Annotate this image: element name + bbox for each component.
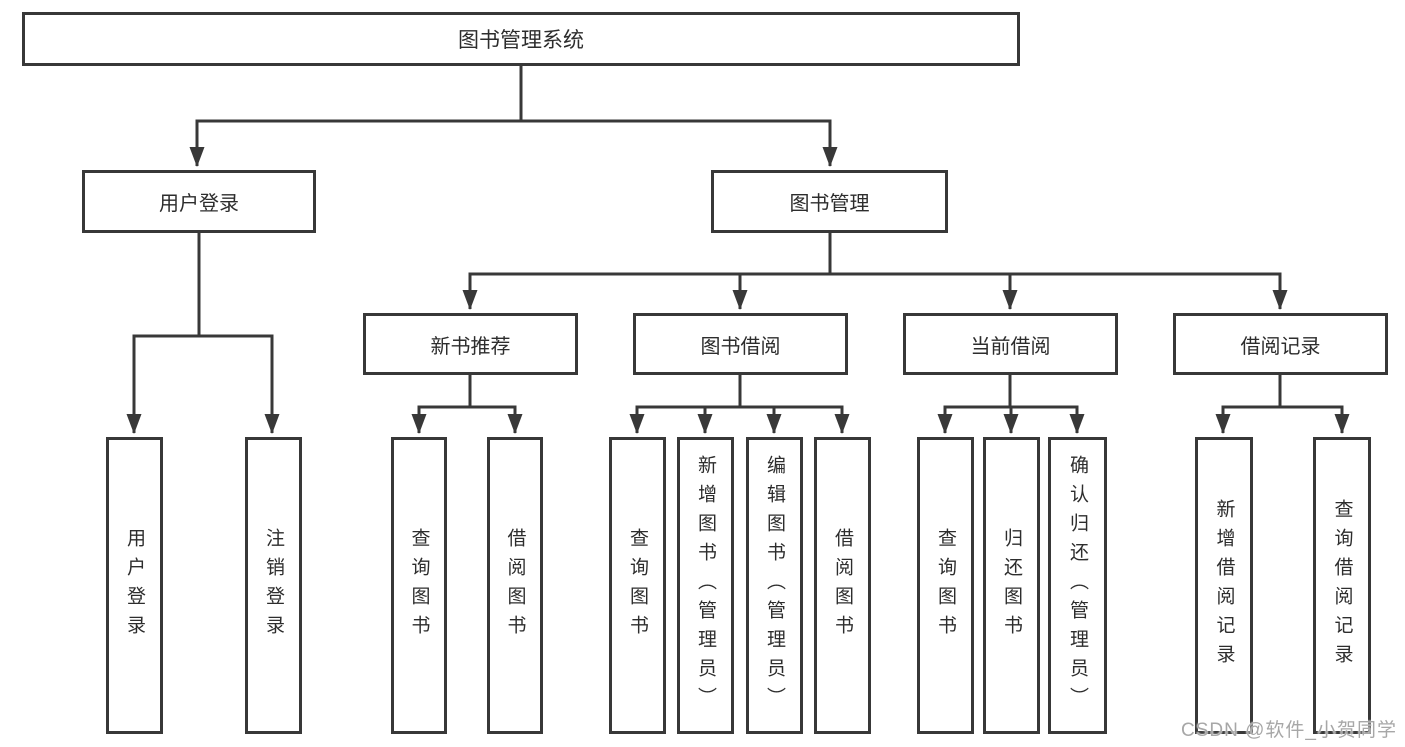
leaf-return-book: 归还图书: [983, 437, 1040, 734]
node-new-book-recommendation: 新书推荐: [363, 313, 578, 375]
node-label: 查询图书: [935, 527, 956, 644]
node-label: 新增借阅记录: [1213, 498, 1235, 673]
node-label: 借阅图书: [504, 527, 526, 644]
leaf-query-books-borrow: 查询图书: [609, 437, 666, 734]
node-label: 新增图书（管理员）: [695, 455, 716, 716]
node-label: 借阅图书: [832, 527, 853, 644]
node-label: 确认归还（管理员）: [1067, 455, 1088, 716]
node-label: 当前借阅: [970, 335, 1051, 358]
leaf-user-login: 用户登录: [106, 437, 163, 734]
node-label: 编辑图书（管理员）: [764, 455, 785, 716]
node-label: 图书借阅: [700, 335, 781, 358]
node-library-management-system: 图书管理系统: [22, 12, 1020, 66]
leaf-query-books-current: 查询图书: [917, 437, 974, 734]
node-label: 注销登录: [263, 527, 284, 644]
node-user-login: 用户登录: [82, 170, 316, 233]
leaf-add-book-admin: 新增图书（管理员）: [677, 437, 734, 734]
node-current-borrowing: 当前借阅: [903, 313, 1118, 375]
node-label: 归还图书: [1001, 527, 1022, 644]
leaf-confirm-return-admin: 确认归还（管理员）: [1048, 437, 1107, 734]
node-label: 新书推荐: [430, 335, 511, 358]
node-label: 用户登录: [124, 527, 145, 644]
node-label: 查询图书: [408, 527, 430, 644]
leaf-edit-book-admin: 编辑图书（管理员）: [746, 437, 803, 734]
node-label: 图书管理系统: [458, 29, 584, 52]
leaf-add-borrow-record: 新增借阅记录: [1195, 437, 1253, 734]
leaf-query-books-recommend: 查询图书: [391, 437, 447, 734]
node-label: 用户登录: [159, 193, 239, 215]
node-book-borrowing: 图书借阅: [633, 313, 848, 375]
node-book-management: 图书管理: [711, 170, 948, 233]
leaf-query-borrow-record: 查询借阅记录: [1313, 437, 1371, 734]
node-label: 图书管理: [789, 193, 870, 215]
leaf-logout: 注销登录: [245, 437, 302, 734]
leaf-borrow-books: 借阅图书: [814, 437, 871, 734]
node-label: 查询借阅记录: [1331, 498, 1353, 673]
leaf-borrow-books-recommend: 借阅图书: [487, 437, 543, 734]
node-label: 查询图书: [627, 527, 648, 644]
node-label: 借阅记录: [1240, 335, 1321, 358]
csdn-watermark: CSDN @软件_小贺同学: [1181, 720, 1397, 741]
node-borrowing-records: 借阅记录: [1173, 313, 1388, 375]
